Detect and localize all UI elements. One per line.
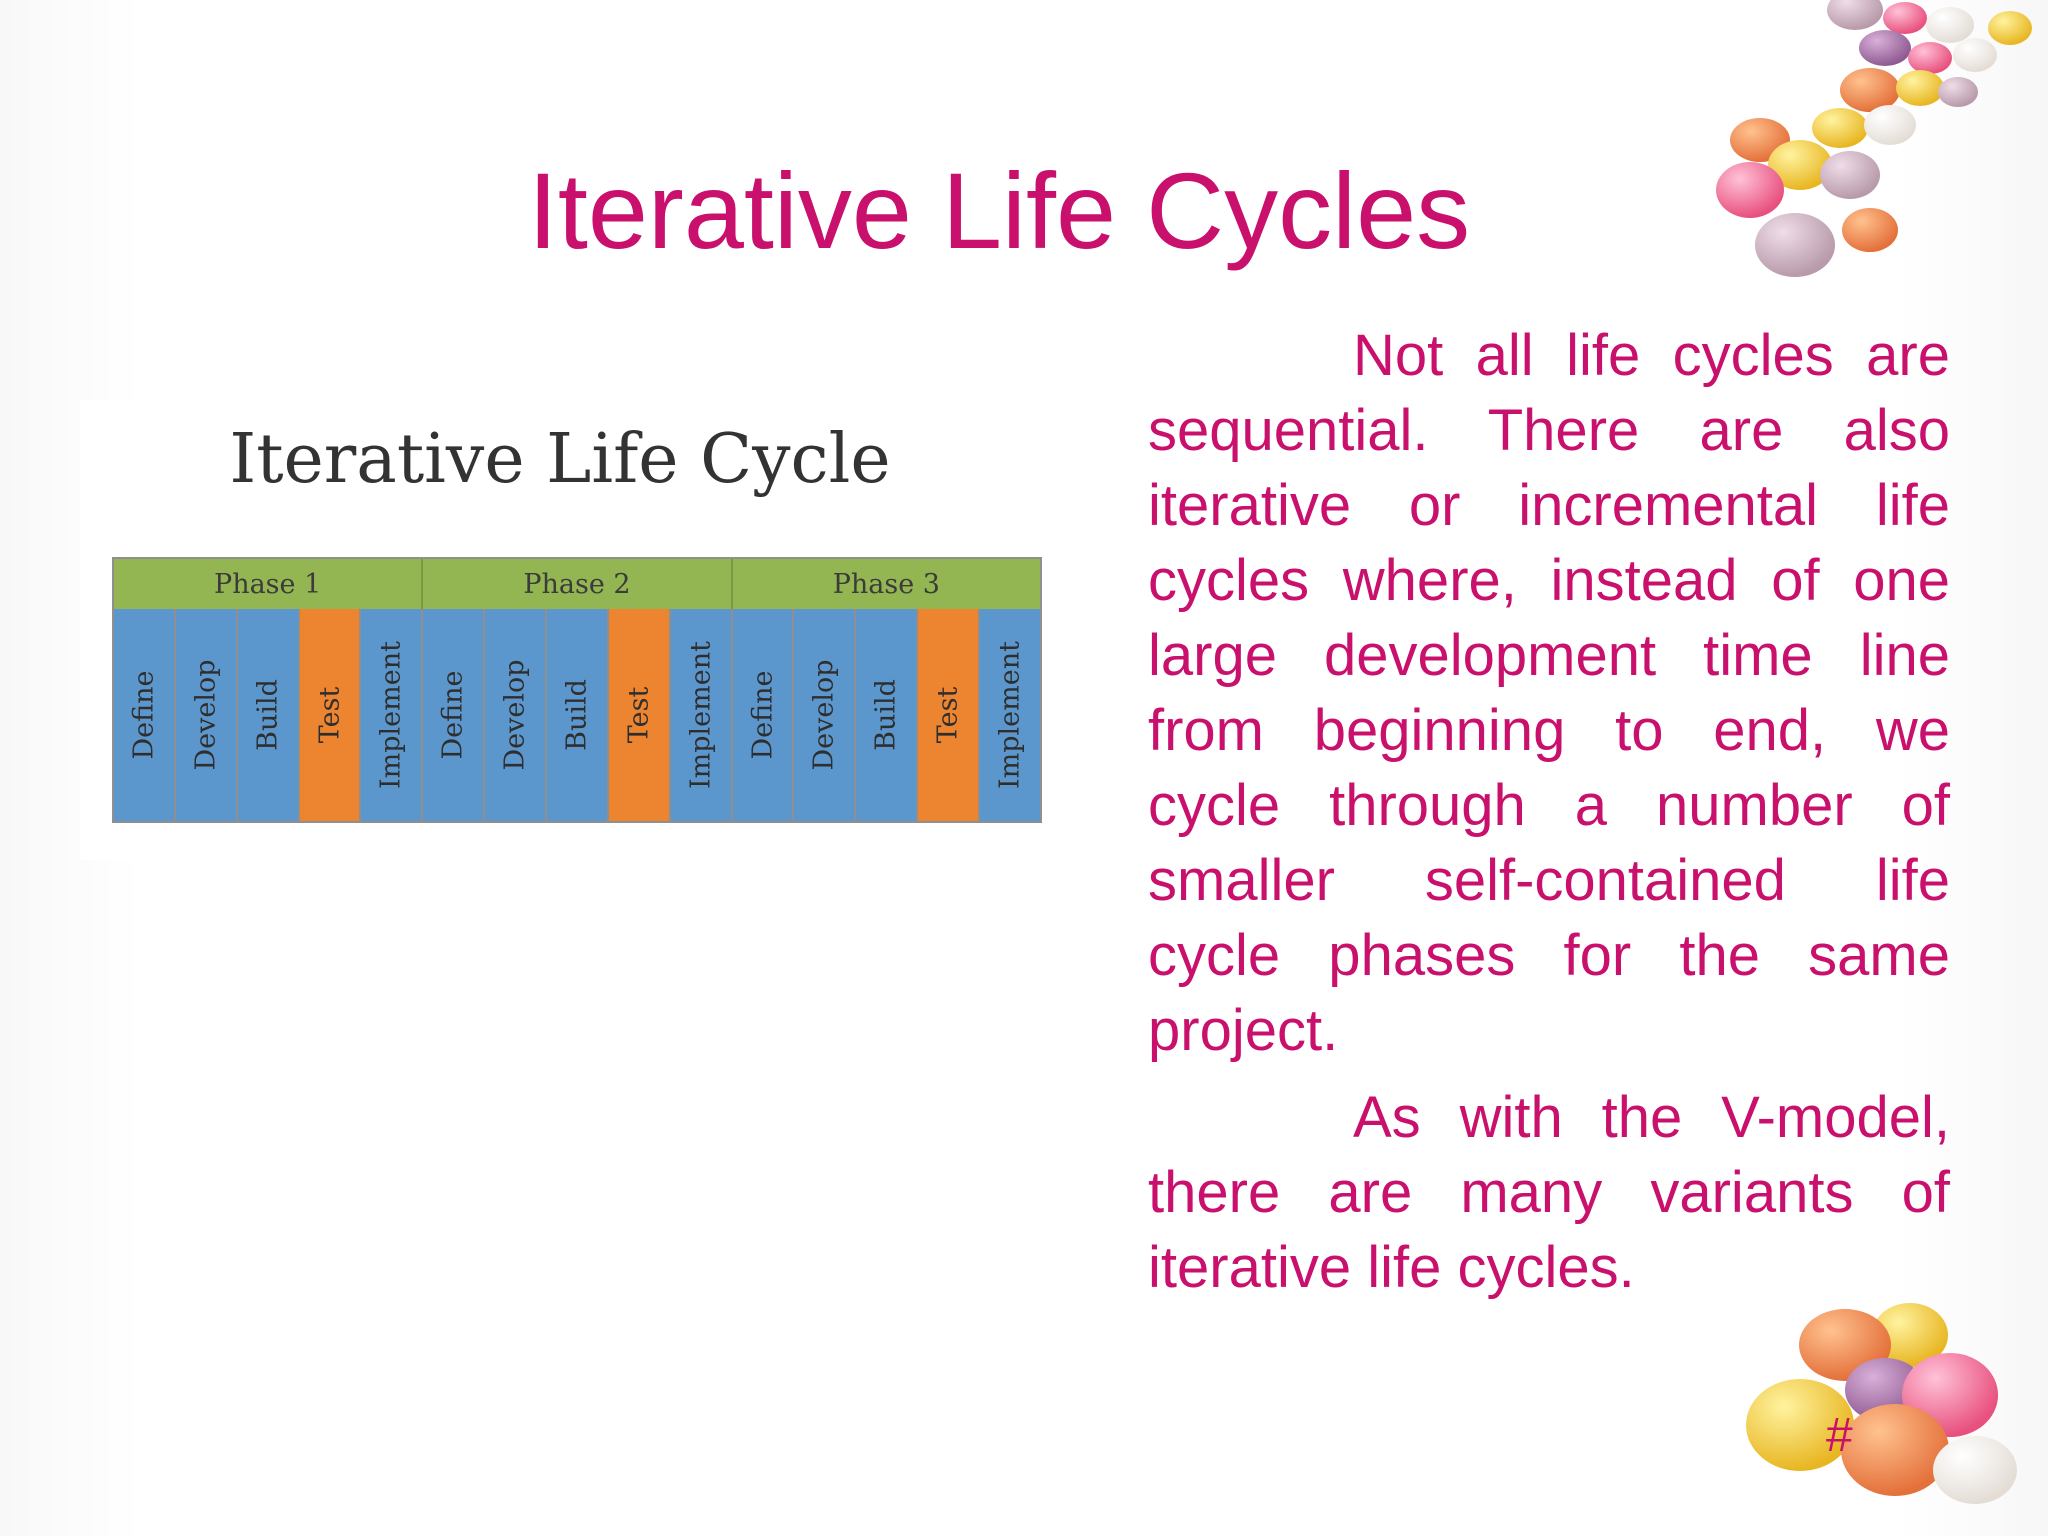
iterative-life-cycle-diagram: Iterative Life Cycle Phase 1 Phase 2 Pha… <box>80 400 1080 860</box>
body-paragraph: Not all life cycles are sequential. Ther… <box>1148 323 1950 1063</box>
diagram-title: Iterative Life Cycle <box>229 420 891 499</box>
step-label: Implement <box>994 641 1026 789</box>
step-label: Implement <box>375 641 407 789</box>
step-label: Develop <box>499 659 531 771</box>
step-label: Test <box>623 686 655 744</box>
phase-header-row: Phase 1 Phase 2 Phase 3 <box>114 559 1040 609</box>
phase-header: Phase 2 <box>423 559 733 609</box>
phase-header: Phase 3 <box>732 559 1040 609</box>
page-number: # <box>1826 1409 1853 1462</box>
step-label: Build <box>870 679 902 751</box>
slide-title: Iterative Life Cycles <box>527 150 1471 271</box>
step-develop: Develop <box>485 609 548 821</box>
step-label: Define <box>437 670 469 760</box>
step-implement: Implement <box>670 609 733 821</box>
step-label: Develop <box>808 659 840 771</box>
step-label: Define <box>747 670 779 760</box>
steps-row: Define Develop Build Test Implement Defi… <box>114 609 1040 821</box>
step-label: Build <box>561 679 593 751</box>
step-label: Develop <box>190 659 222 771</box>
candy-eggs-bottom-right-icon <box>1746 1303 2017 1504</box>
step-develop: Develop <box>175 609 238 821</box>
step-test: Test <box>608 609 671 821</box>
step-label: Test <box>314 686 345 744</box>
step-build: Build <box>237 609 300 821</box>
step-label: Build <box>252 679 284 751</box>
step-define: Define <box>732 609 795 821</box>
step-label: Define <box>128 670 160 760</box>
slide-body: Not all life cycles are sequential. Ther… <box>1148 318 1950 1317</box>
step-implement: Implement <box>980 609 1040 821</box>
step-label: Test <box>932 686 964 744</box>
step-build: Build <box>547 609 609 821</box>
step-define: Define <box>114 609 176 821</box>
phase-grid: Phase 1 Phase 2 Phase 3 Define Develop B… <box>112 557 1042 823</box>
step-test: Test <box>918 609 981 821</box>
step-label: Implement <box>685 641 717 789</box>
body-paragraph: As with the V-model, there are many vari… <box>1148 1085 1950 1300</box>
step-implement: Implement <box>361 609 424 821</box>
step-build: Build <box>856 609 919 821</box>
step-define: Define <box>423 609 486 821</box>
phase-header: Phase 1 <box>114 559 424 609</box>
step-test: Test <box>299 609 362 821</box>
step-develop: Develop <box>794 609 857 821</box>
